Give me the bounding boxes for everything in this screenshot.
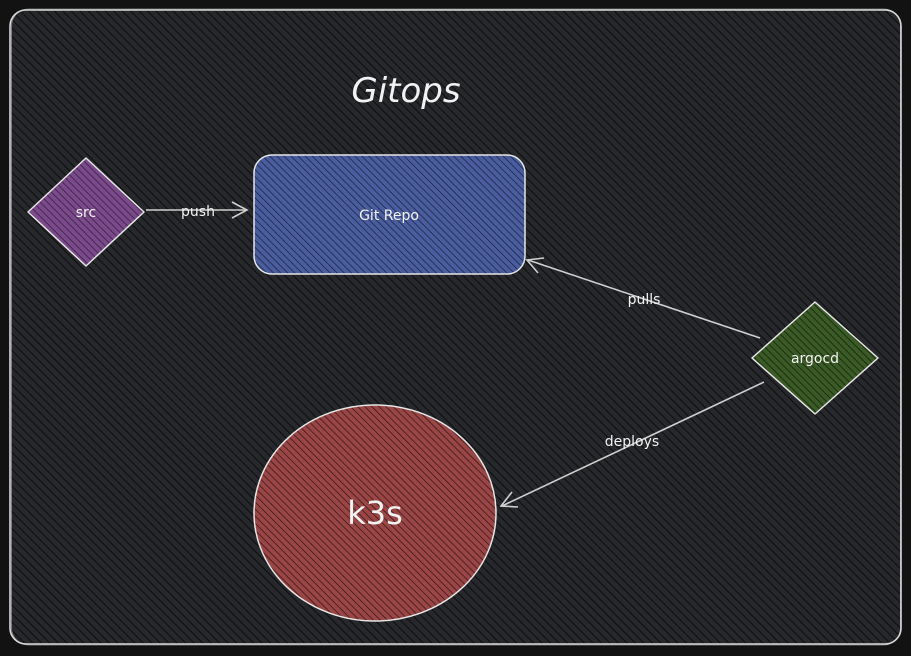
edge-pulls-label: pulls [628,292,661,308]
diagram-title: Gitops [351,71,460,111]
node-argocd[interactable]: argocd [751,301,879,415]
edge-pulls-line [527,259,761,339]
edge-deploys-arrowhead [499,491,519,508]
node-argocd-label: argocd [791,351,839,367]
node-k3s[interactable]: k3s [253,404,497,622]
edge-push-arrowhead [231,201,249,219]
edge-pulls: pulls [525,257,761,339]
edge-push: push [146,201,249,220]
diagram-frame [9,8,902,646]
node-src-label: src [76,205,96,221]
edge-deploys-line [501,381,765,507]
edge-deploys-label: deploys [605,434,659,450]
edge-pulls-arrowhead [525,257,545,274]
edge-push-label: push [181,204,215,220]
node-git-repo-label: Git Repo [359,208,419,224]
node-src[interactable]: src [27,157,145,267]
node-git-repo[interactable]: Git Repo [253,154,526,275]
node-k3s-label: k3s [347,494,403,532]
edge-deploys: deploys [499,381,765,508]
